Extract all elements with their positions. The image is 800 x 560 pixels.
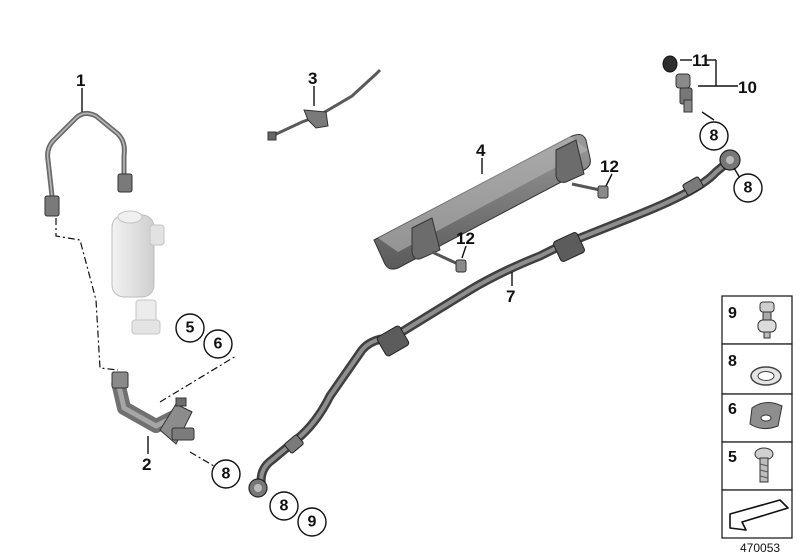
svg-text:6: 6 [728,401,737,418]
svg-text:9: 9 [308,514,317,531]
legend-row-8: 8 [721,343,793,395]
svg-text:5: 5 [728,449,737,466]
svg-text:8: 8 [744,180,753,197]
svg-text:8: 8 [710,128,719,145]
screw-part-12-upper [571,182,609,199]
brake-hose-part-7 [248,149,741,498]
screw-part-12-lower [431,250,467,273]
callout-12-upper: 12 [600,157,619,176]
svg-text:9: 9 [728,305,737,322]
parts-legend: 9 8 6 [721,295,793,539]
callout-12-lower: 12 [456,229,475,248]
callout-3: 3 [308,69,317,88]
svg-text:8: 8 [728,353,737,370]
legend-row-6: 6 [721,393,793,443]
callout-11: 11 [692,51,710,70]
svg-text:8: 8 [222,466,231,483]
washer-clip-icon [749,402,783,430]
callout-2: 2 [142,455,151,474]
legend-row-5: 5 [721,441,793,491]
circled-callout-9-bottom: 9 [297,507,327,537]
callout-10: 10 [738,78,757,97]
bleed-valve-part-10 [675,73,693,113]
circled-callout-8-bottom: 8 [269,491,299,521]
brake-fitting-part-2 [111,371,195,445]
bleed-cap-part-11 [662,55,678,73]
document-number: 470053 [740,541,780,555]
screw-icon [754,447,774,483]
callout-4: 4 [476,141,486,160]
legend-arrow-box [721,489,793,539]
callout-1: 1 [76,71,85,90]
hose-rail-part-4 [373,134,591,270]
sealing-ring-icon [750,366,782,386]
brake-line-part-1 [44,110,133,217]
circled-callout-6: 6 [203,329,233,359]
circled-callout-8-lower-left: 8 [211,459,241,489]
arrow-symbol-icon [729,499,789,531]
callout-7: 7 [506,287,515,306]
svg-text:8: 8 [280,498,289,515]
banjo-bolt-icon [757,301,777,339]
circled-callout-8-upper-right: 8 [699,121,729,151]
svg-text:5: 5 [186,320,195,337]
master-cylinder-ghost [111,210,165,335]
legend-row-9: 9 [721,295,793,345]
circled-callout-8-right: 8 [733,173,763,203]
circled-callout-5: 5 [175,313,205,343]
cable-holder-part-3 [267,68,382,141]
callout-leaders [81,59,741,454]
svg-text:6: 6 [214,336,223,353]
